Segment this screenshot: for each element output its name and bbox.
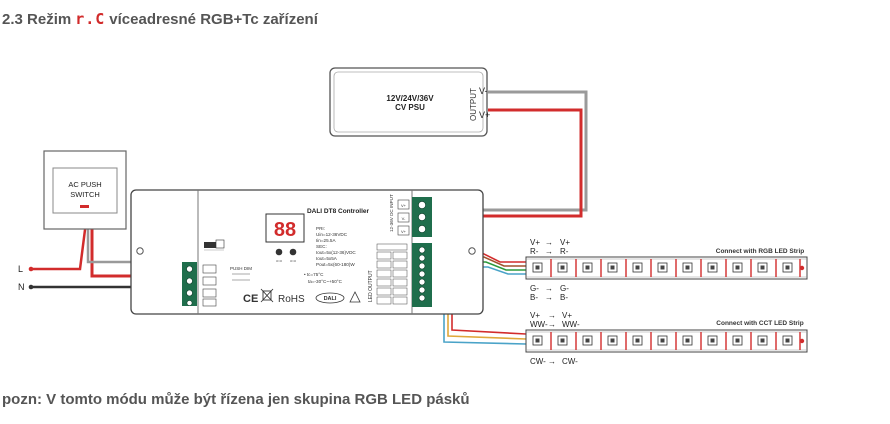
cct-connection-labels: V+ → V+ WW- → WW- CW- → CW-: [530, 311, 580, 366]
spec-line: Uin=12-36VDC: [316, 232, 348, 237]
warning-triangle-icon: [349, 291, 361, 303]
cct-strip-cut-marks: [550, 332, 801, 350]
rgb-label-to: R-: [560, 247, 569, 256]
weee-bin-icon: [260, 288, 274, 303]
output-terminal-screws: [418, 246, 426, 302]
cct-label-to: WW-: [562, 320, 580, 329]
cct-label-to: V+: [562, 311, 572, 320]
push-dim-switch: [204, 239, 225, 251]
spec-line: SEC:: [316, 244, 327, 249]
spec-line: Pout=5x(60-180)W: [316, 262, 355, 267]
rgb-label-from: V+: [530, 238, 540, 247]
psu-box: 12V/24V/36V CV PSU OUTPUT V- V+: [329, 67, 490, 137]
cct-label-arrow: →: [548, 311, 556, 320]
dali-logo-text: DALI: [324, 296, 337, 302]
cct-strip-end-led: [799, 338, 805, 344]
btn1-caption: o o: [276, 258, 282, 263]
heading-prefix: 2.3 Režim: [2, 11, 72, 28]
display-button-1: [275, 248, 283, 256]
switch-line1: AC PUSH: [68, 180, 101, 189]
spec-line: PRI:: [316, 226, 325, 231]
temp-line: • tc=75°C: [304, 272, 324, 277]
rgb-label-to: G-: [560, 284, 569, 293]
rgb-label-to: V+: [560, 238, 570, 247]
rgb-label-from: B-: [530, 293, 538, 302]
spec-line: Iout=5x5A: [316, 256, 338, 261]
output-pin-label-boxes: [376, 243, 408, 305]
svg-text:V-: V-: [402, 216, 406, 221]
cct-strip-title: Connect with CCT LED Strip: [716, 320, 803, 327]
power-terminal-screws: [418, 201, 426, 233]
btn2-caption: o o: [290, 258, 296, 263]
cct-label-arrow: →: [548, 357, 556, 366]
footnote: pozn: V tomto módu může být řízena jen s…: [2, 391, 470, 408]
switch-indicator: [80, 205, 89, 208]
psu-vminus-label: V-: [479, 86, 488, 96]
rgb-led-strip: Connect with RGB LED Strip: [525, 248, 808, 280]
rgb-connection-labels: V+ → V+ R- → R- G- → G- B- → B-: [530, 238, 570, 302]
dali-controller: PUSH DIM 88 o o o o DALI DT8 Controller …: [130, 189, 484, 315]
mains-n-terminal: [28, 284, 34, 290]
spec-line: Iout=5x(12-36)VDC: [316, 250, 356, 255]
rgb-strip-end-led: [799, 265, 805, 271]
psu-line1: 12V/24V/36V: [386, 94, 434, 103]
temp-line: ta=-30°C~+50°C: [308, 279, 343, 284]
rgb-label-to: B-: [560, 293, 568, 302]
switch-line2: SWITCH: [70, 190, 100, 199]
rgb-strip-led-cores: [535, 265, 790, 270]
input-terminal-labels: [202, 264, 217, 307]
cct-label-to: CW-: [562, 357, 578, 366]
rgb-label-from: G-: [530, 284, 539, 293]
input-terminal-screws: [186, 265, 193, 306]
seven-segment-frame: [265, 213, 305, 243]
rgb-strip-title: Connect with RGB LED Strip: [716, 248, 805, 255]
cct-label-from: V+: [530, 311, 540, 320]
push-dim-arrows: [232, 273, 250, 281]
cct-strip-led-cores: [535, 338, 790, 343]
dc-input-pin-text: V+ V- V+: [401, 203, 407, 234]
psu-output-label: OUTPUT: [469, 88, 478, 121]
mains-l-label: L: [18, 264, 23, 274]
cct-label-from: CW-: [530, 357, 546, 366]
controller-title: DALI DT8 Controller: [307, 208, 370, 215]
cct-led-strip: Connect with CCT LED Strip: [525, 320, 808, 353]
svg-text:V+: V+: [401, 203, 407, 208]
display-button-2: [289, 248, 297, 256]
cct-label-from: WW-: [530, 320, 548, 329]
psu-vplus-label: V+: [479, 110, 490, 120]
ac-push-switch: AC PUSH SWITCH: [43, 150, 127, 230]
mount-hole-right: [468, 247, 476, 255]
dali-logo: [315, 292, 345, 304]
rgb-label-from: R-: [530, 247, 539, 256]
rgb-label-arrow: →: [545, 247, 553, 256]
mount-hole-left: [136, 247, 144, 255]
led-output-label: LED OUTPUT: [368, 270, 374, 302]
psu-line2: CV PSU: [395, 103, 425, 112]
push-dim-label: PUSH DIM: [230, 266, 252, 271]
spec-line: Iin=25.5A: [316, 238, 336, 243]
rgb-label-arrow: →: [545, 238, 553, 247]
controller-specs: PRI: Uin=12-36VDC Iin=25.5A SEC: Iout=5x…: [316, 226, 356, 267]
cct-label-arrow: →: [548, 320, 556, 329]
mains-l-terminal: [28, 266, 34, 272]
rgb-label-arrow: →: [545, 293, 553, 302]
ce-mark: CE: [243, 293, 258, 305]
dc-input-labels: [397, 199, 410, 236]
controller-temps: • tc=75°C ta=-30°C~+50°C: [304, 272, 343, 284]
rgb-label-arrow: →: [545, 284, 553, 293]
mains-l-wire: [30, 221, 88, 271]
mains-n-label: N: [18, 282, 25, 292]
svg-text:V+: V+: [401, 229, 407, 234]
seven-segment-display: 88: [274, 219, 296, 241]
heading-suffix: víceadresné RGB+Tc zařízení: [109, 11, 318, 28]
dc-input-label: 12-36V DC INPUT: [389, 194, 394, 232]
rohs-mark: RoHS: [278, 294, 305, 305]
mode-glyph: r.C: [75, 10, 106, 28]
